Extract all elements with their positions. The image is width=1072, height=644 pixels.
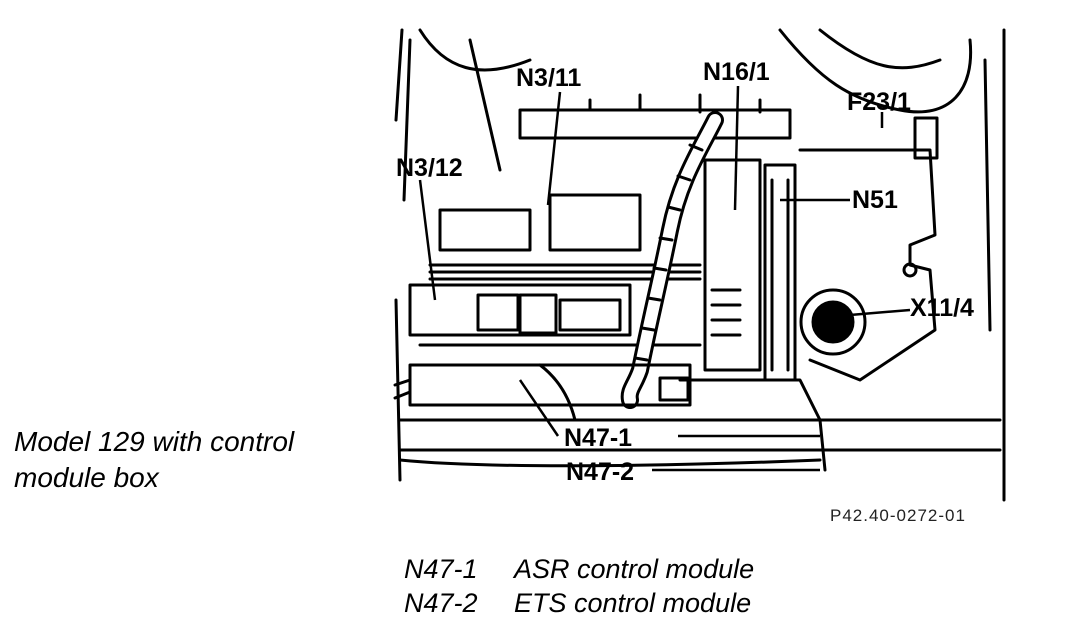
callout-n3-12: N3/12 <box>396 154 463 182</box>
cable-harness-bands <box>633 143 704 362</box>
mounting-hole <box>902 262 918 278</box>
module-n16-1-pins <box>710 288 742 337</box>
callout-n47-2: N47-2 <box>566 458 634 486</box>
module-n51-slots <box>770 178 790 372</box>
top-relay-strip <box>518 108 792 140</box>
connector-x11-4-inner <box>811 300 855 344</box>
top-left-contour <box>418 28 532 172</box>
legend-code: N47-1 <box>404 554 478 584</box>
leader-n3-11 <box>546 91 562 206</box>
callout-f23-1: F23/1 <box>847 88 911 116</box>
caption-line-2: module box <box>14 462 159 493</box>
module-n47-body <box>408 363 692 407</box>
cable-harness-inner <box>623 114 721 406</box>
legend-row: N47-1 ASR control module <box>404 552 754 586</box>
module-rail-lines <box>418 263 702 347</box>
left-edge-strokes <box>394 28 412 482</box>
top-relay-details <box>588 93 762 114</box>
leader-n16-1 <box>733 85 740 211</box>
module-n16-1 <box>703 158 762 372</box>
leader-n3-12 <box>418 179 437 301</box>
bottom-frame <box>398 378 1002 472</box>
control-module-box-illustration: N3/11 N16/1 F23/1 N3/12 N51 X11/4 N47-1 … <box>393 28 1006 502</box>
connector-block <box>476 293 520 332</box>
leader-n47-1 <box>518 379 820 438</box>
relay-block-2 <box>548 193 642 252</box>
module-n51 <box>763 163 797 382</box>
figure-caption: Model 129 with control module box <box>14 424 384 496</box>
relay-block-1 <box>438 208 532 252</box>
module-box-left <box>408 283 632 337</box>
callout-n51: N51 <box>852 186 898 214</box>
legend-row: N47-2 ETS control module <box>404 586 754 620</box>
caption-line-1: Model 129 with control <box>14 426 295 457</box>
connector-x11-4 <box>799 288 867 356</box>
fuse-f23-1 <box>913 116 939 160</box>
connector-block-3 <box>558 298 622 332</box>
callout-n3-11: N3/11 <box>516 64 581 92</box>
leader-x11-4 <box>849 308 911 317</box>
callout-x11-4: X11/4 <box>910 294 974 322</box>
callout-n16-1: N16/1 <box>703 58 770 86</box>
connector-block-2 <box>518 293 558 335</box>
figure-reference: P42.40-0272-01 <box>830 506 966 525</box>
module-n47-plug <box>658 376 690 402</box>
callout-n47-1: N47-1 <box>564 424 632 452</box>
legend-description: ASR control module <box>514 554 755 584</box>
top-right-contour <box>778 28 973 114</box>
legend-description: ETS control module <box>514 588 752 618</box>
legend: N47-1 ASR control module N47-2 ETS contr… <box>404 552 754 620</box>
module-n47-wires <box>393 363 577 422</box>
legend-code: N47-2 <box>404 588 478 618</box>
right-edge-strokes <box>983 28 1006 502</box>
